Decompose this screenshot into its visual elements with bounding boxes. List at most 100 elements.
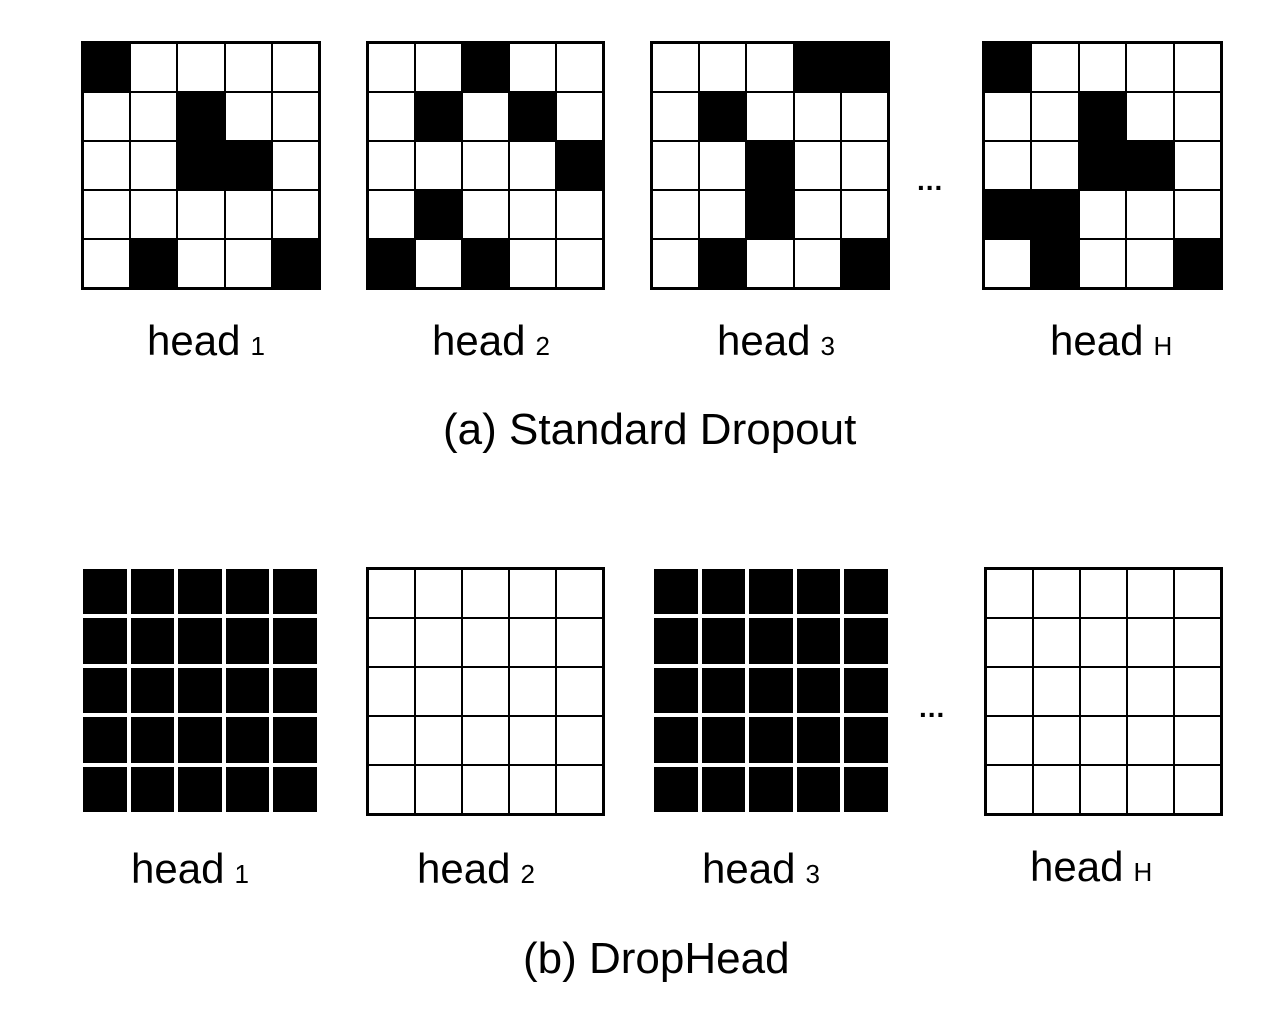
grid-cell bbox=[794, 764, 843, 814]
head-name: head bbox=[432, 317, 526, 364]
grid-cell bbox=[1033, 618, 1080, 667]
grid-cell bbox=[271, 665, 319, 716]
grid-cell bbox=[1127, 716, 1174, 765]
grid-cell bbox=[223, 764, 272, 814]
grid-cell bbox=[1033, 667, 1080, 716]
ellipsis-b: ... bbox=[919, 692, 946, 723]
grid-cell bbox=[81, 567, 129, 617]
grid-cell bbox=[1033, 716, 1080, 765]
grid-cell bbox=[81, 715, 129, 765]
grid-cell bbox=[462, 716, 509, 765]
grid-cell bbox=[462, 190, 509, 239]
head-name: head bbox=[1050, 317, 1144, 364]
grid-cell bbox=[81, 616, 129, 666]
grid-cell bbox=[793, 190, 841, 239]
head-name: head bbox=[147, 317, 241, 364]
grid-cell bbox=[128, 665, 177, 716]
grid-cell bbox=[794, 616, 843, 666]
grid-cell bbox=[556, 716, 603, 765]
grid-cell bbox=[130, 43, 178, 92]
grid-cell bbox=[368, 43, 415, 92]
grid-cell bbox=[1126, 141, 1174, 190]
grid-cell bbox=[1031, 43, 1079, 92]
head-index: 3 bbox=[805, 859, 820, 889]
grid-cell bbox=[699, 764, 748, 814]
grid-cell bbox=[509, 667, 556, 716]
grid-cell bbox=[556, 569, 603, 618]
grid-cell bbox=[509, 141, 556, 190]
grid-cell bbox=[224, 141, 272, 190]
grid-cell bbox=[1126, 92, 1174, 141]
grid-cell bbox=[1078, 239, 1127, 288]
grid-cell bbox=[746, 190, 794, 239]
grid-cell bbox=[1173, 43, 1221, 92]
grid-cell bbox=[83, 239, 131, 288]
grid-cell bbox=[130, 239, 178, 288]
caption-drophead: (b) DropHead bbox=[523, 934, 790, 983]
grid-cell bbox=[794, 665, 843, 716]
grid-cell bbox=[176, 764, 224, 814]
grid-cell bbox=[81, 665, 129, 716]
grid-cell bbox=[368, 667, 415, 716]
head-h-dropout-grid bbox=[982, 41, 1223, 290]
grid-cell bbox=[986, 618, 1033, 667]
grid-cell bbox=[271, 43, 319, 92]
grid-cell bbox=[368, 765, 415, 814]
grid-cell bbox=[1080, 716, 1127, 765]
head-3-drophead-grid bbox=[652, 567, 890, 814]
grid-cell bbox=[556, 765, 603, 814]
head-index: 2 bbox=[535, 331, 550, 361]
grid-cell bbox=[368, 239, 415, 288]
grid-cell bbox=[1174, 716, 1221, 765]
grid-cell bbox=[1033, 765, 1080, 814]
head-index: 1 bbox=[250, 331, 265, 361]
head-2-label-a: head 2 bbox=[432, 320, 550, 362]
grid-cell bbox=[177, 43, 225, 92]
grid-cell bbox=[652, 715, 700, 765]
grid-cell bbox=[368, 618, 415, 667]
caption-standard-dropout: (a) Standard Dropout bbox=[443, 405, 857, 454]
grid-cell bbox=[652, 567, 700, 617]
grid-cell bbox=[271, 141, 319, 190]
grid-cell bbox=[1173, 190, 1221, 239]
grid-cell bbox=[1080, 618, 1127, 667]
head-h-drophead-grid bbox=[984, 567, 1223, 816]
grid-cell bbox=[556, 618, 603, 667]
grid-cell bbox=[509, 239, 556, 288]
grid-cell bbox=[652, 665, 700, 716]
grid-cell bbox=[83, 92, 131, 141]
grid-cell bbox=[842, 715, 890, 765]
grid-cell bbox=[747, 665, 795, 716]
grid-cell bbox=[699, 567, 748, 617]
grid-cell bbox=[1033, 569, 1080, 618]
grid-cell bbox=[509, 190, 556, 239]
grid-cell bbox=[415, 190, 462, 239]
grid-cell bbox=[462, 569, 509, 618]
grid-cell bbox=[840, 43, 888, 92]
ellipsis-a: ... bbox=[917, 165, 944, 196]
head-index: H bbox=[1153, 331, 1173, 361]
grid-cell bbox=[177, 141, 225, 190]
grid-cell bbox=[462, 43, 509, 92]
grid-cell bbox=[794, 567, 843, 617]
grid-cell bbox=[415, 667, 462, 716]
grid-cell bbox=[1173, 92, 1221, 141]
grid-cell bbox=[1174, 765, 1221, 814]
head-index: 3 bbox=[820, 331, 835, 361]
grid-cell bbox=[556, 667, 603, 716]
grid-cell bbox=[984, 190, 1032, 239]
grid-cell bbox=[986, 569, 1033, 618]
grid-cell bbox=[1126, 239, 1174, 288]
head-1-drophead-grid bbox=[81, 567, 319, 814]
grid-cell bbox=[368, 141, 415, 190]
grid-cell bbox=[176, 715, 224, 765]
grid-cell bbox=[794, 715, 843, 765]
grid-cell bbox=[746, 239, 794, 288]
grid-cell bbox=[1031, 239, 1079, 288]
grid-cell bbox=[368, 92, 415, 141]
grid-cell bbox=[509, 43, 556, 92]
grid-cell bbox=[556, 239, 603, 288]
grid-cell bbox=[224, 92, 272, 141]
grid-cell bbox=[1078, 141, 1127, 190]
